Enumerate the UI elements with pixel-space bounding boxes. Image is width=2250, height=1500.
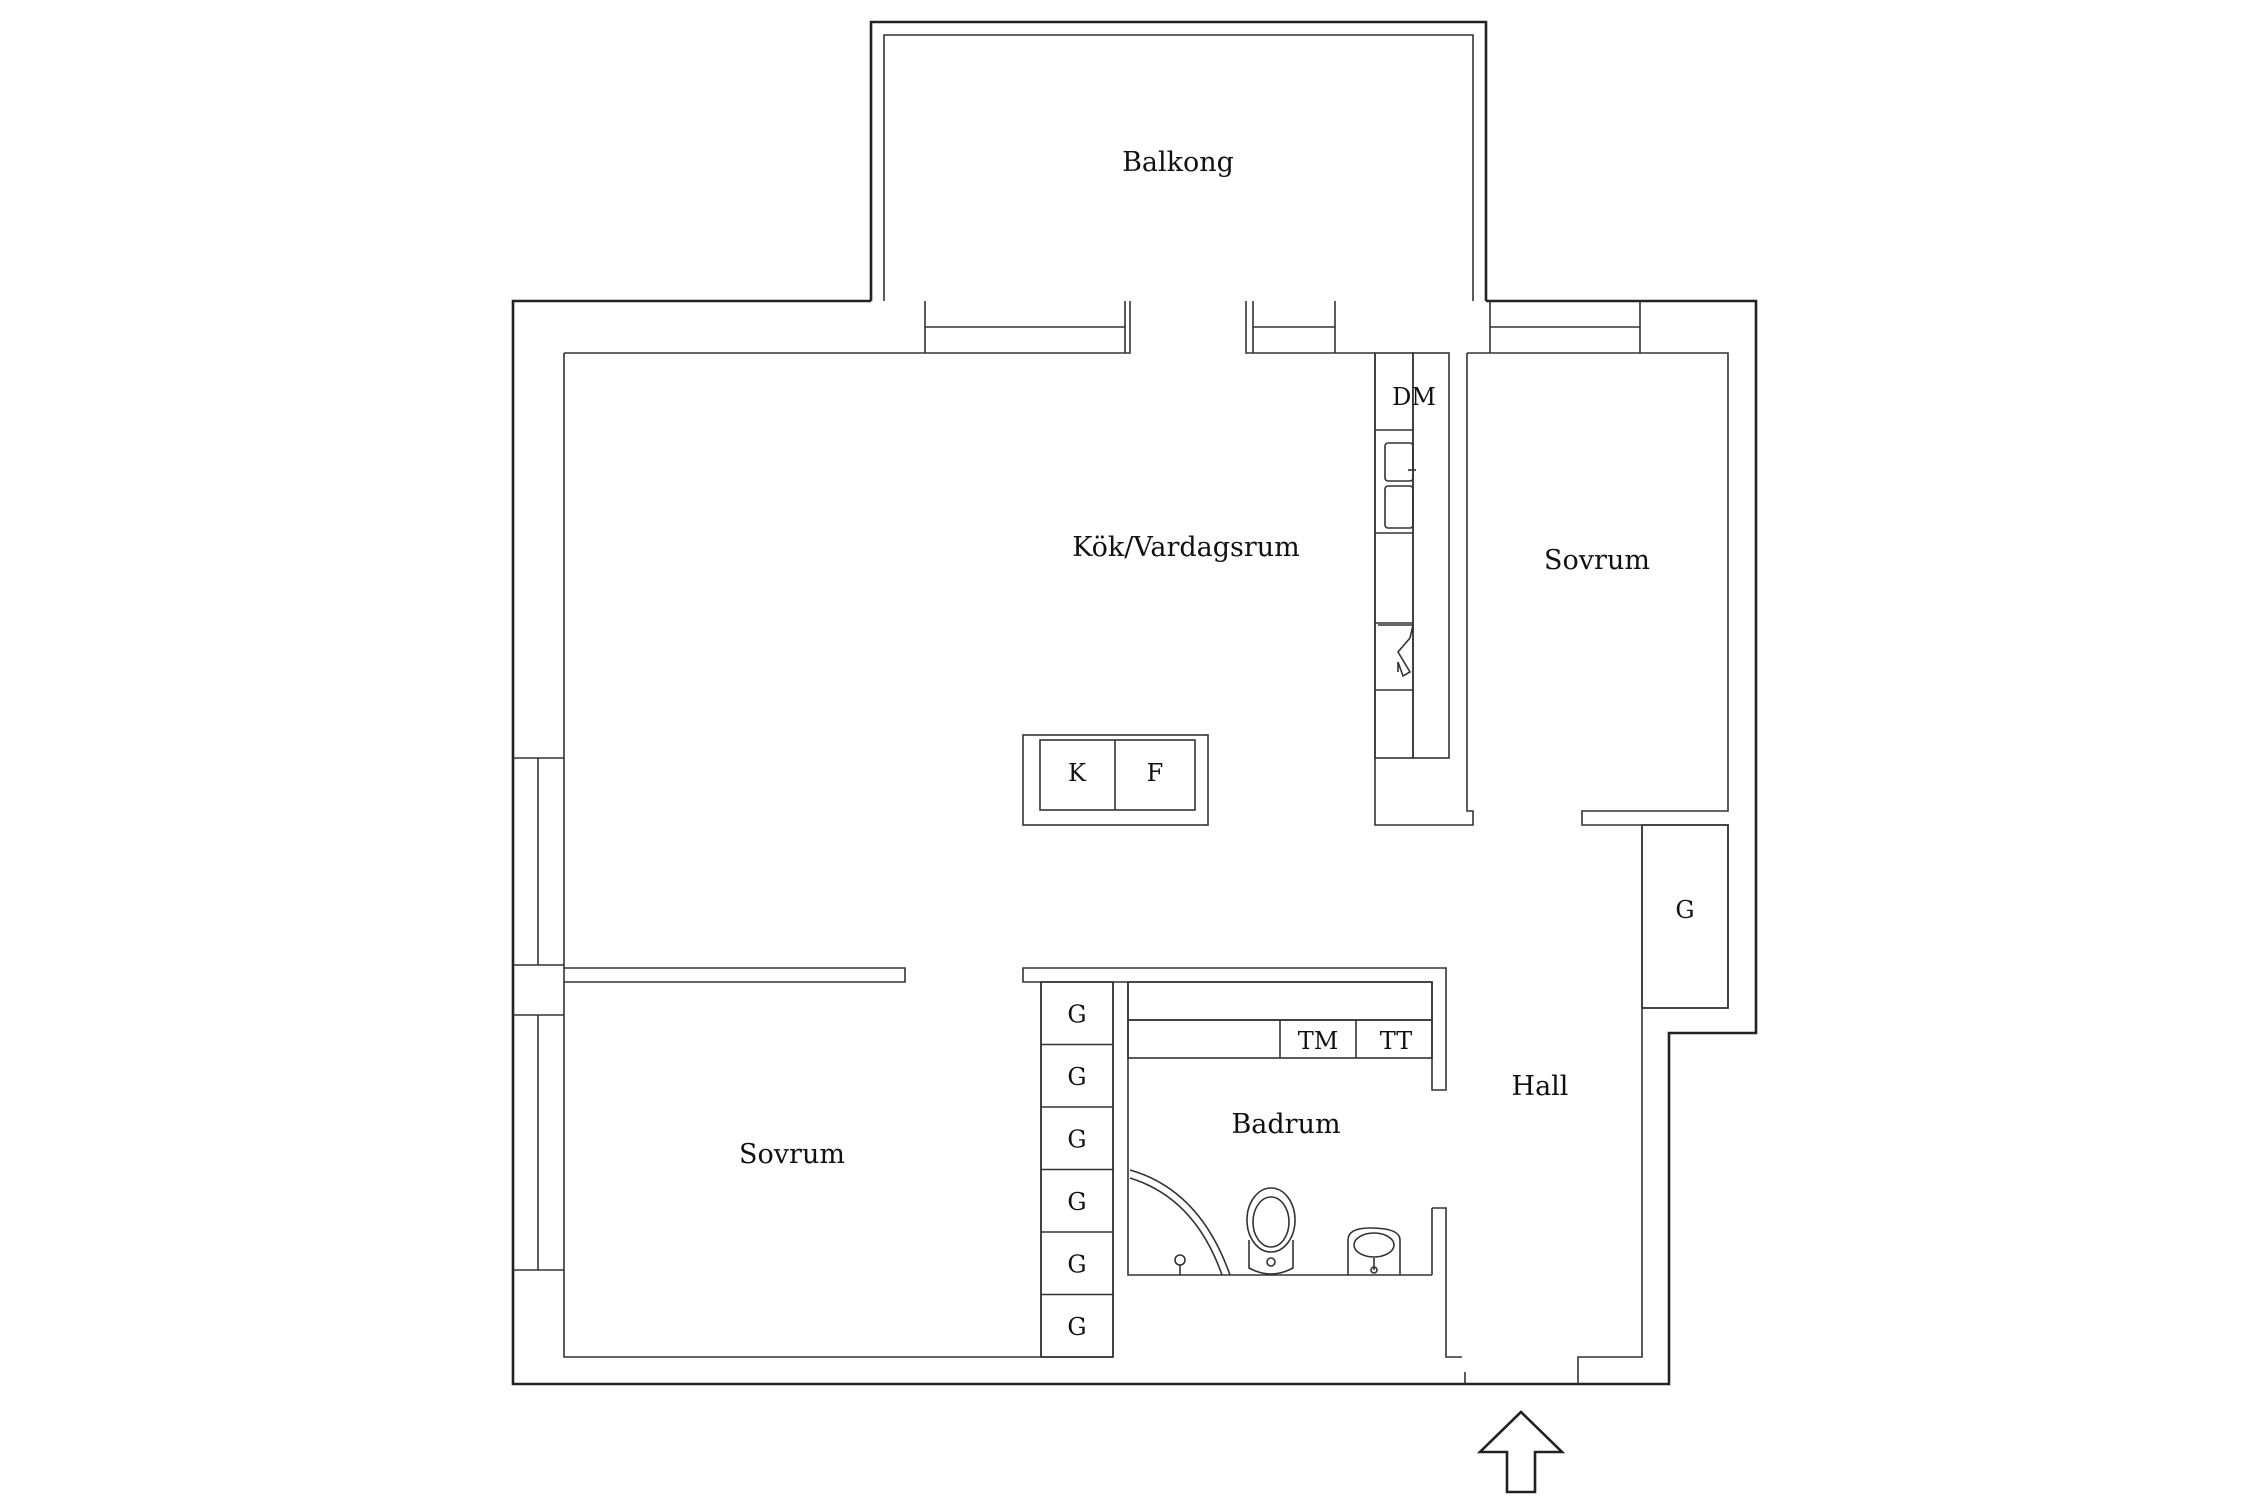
room-label-balcony: Balkong — [1122, 147, 1234, 178]
entrance-arrow-icon — [1476, 1410, 1566, 1494]
room-label-living: Kök/Vardagsrum — [1072, 532, 1300, 563]
wardrobe-label: G — [1067, 1063, 1086, 1091]
hall-wardrobe-label: G — [1675, 896, 1694, 924]
bedroom-wardrobes: G G G G G G — [1040, 981, 1114, 1358]
balcony — [869, 20, 1488, 301]
dishwasher-label: DM — [1392, 383, 1436, 411]
stove-icon — [1378, 624, 1415, 678]
outer-walls — [511, 299, 1758, 1386]
room-label-hall: Hall — [1512, 1071, 1569, 1102]
kitchen-island: K F — [1022, 734, 1209, 826]
wardrobe-label: G — [1067, 1125, 1086, 1153]
wardrobe-label: G — [1067, 1313, 1086, 1341]
dryer-label: TT — [1380, 1027, 1412, 1055]
washer-label: TM — [1298, 1027, 1339, 1055]
room-label-bathroom: Badrum — [1231, 1109, 1340, 1140]
bathroom-fixtures: TM TT — [1127, 981, 1433, 1059]
room-label-bedroom-left: Sovrum — [739, 1139, 845, 1170]
hall-wardrobe: G — [1641, 824, 1729, 1009]
shower-icon — [1129, 1169, 1231, 1276]
toilet-icon — [1246, 1187, 1296, 1275]
island-f-label: F — [1147, 759, 1164, 787]
wardrobe-label: G — [1067, 1250, 1086, 1278]
island-k-label: K — [1068, 759, 1087, 787]
wardrobe-label: G — [1067, 1188, 1086, 1216]
wardrobe-label: G — [1067, 1000, 1086, 1028]
kitchen-counter: DM — [1374, 352, 1450, 759]
room-label-bedroom-right: Sovrum — [1544, 545, 1650, 576]
kitchen-sink-icon — [1384, 442, 1416, 529]
sink-icon — [1347, 1227, 1401, 1275]
interior-walls — [564, 353, 1643, 1358]
